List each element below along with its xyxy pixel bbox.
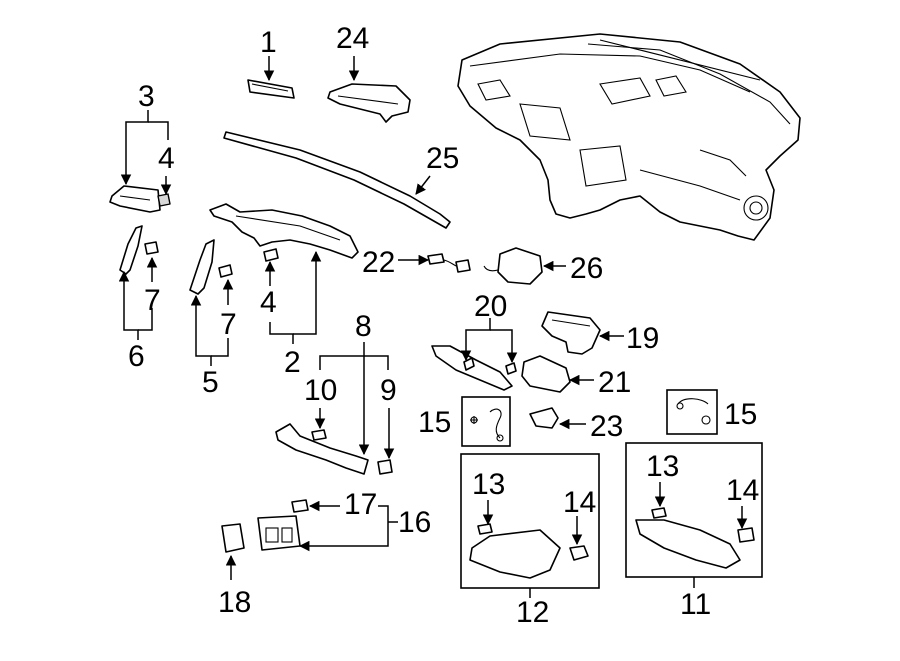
dashboard-assembly: [457, 33, 801, 241]
callout-12: 12: [516, 596, 549, 629]
part-15-right-box: [666, 389, 718, 435]
callout-10: 10: [304, 374, 337, 407]
callout-24: 24: [336, 22, 369, 55]
part-2-upper-bracket: [209, 203, 359, 259]
part-24-cover-panel: [327, 83, 411, 123]
part-7-clip-middle: [218, 264, 233, 278]
part-11-bracket: [635, 507, 755, 569]
callout-25: 25: [426, 142, 459, 175]
callout-13-box11: 13: [646, 450, 679, 483]
callout-21: 21: [598, 366, 631, 399]
part-6-trim-strip: [119, 225, 143, 275]
callout-3: 3: [138, 80, 155, 113]
callout-20: 20: [474, 290, 507, 323]
callout-4-lower: 4: [260, 286, 277, 319]
part-7-clip-left: [144, 241, 159, 255]
callout-6: 6: [128, 340, 145, 373]
callout-23: 23: [590, 410, 623, 443]
callout-19: 19: [626, 322, 659, 355]
part-3-end-panel: [109, 185, 161, 213]
callout-4-upper: 4: [158, 142, 175, 175]
part-26-module: [483, 247, 543, 285]
callout-22: 22: [362, 246, 395, 279]
part-23-small-tray: [529, 407, 559, 429]
callout-14-box11: 14: [726, 474, 759, 507]
part-18-bracket: [221, 523, 245, 553]
callout-1: 1: [260, 26, 277, 59]
part-19-duct: [541, 311, 601, 355]
part-4-clip-upper: [157, 193, 171, 207]
part-1-clip: [247, 79, 295, 99]
leader-lines: [118, 56, 748, 598]
part-15-left-contents: [470, 408, 504, 442]
callout-14-box12: 14: [563, 486, 596, 519]
callout-5: 5: [202, 366, 219, 399]
callout-17: 17: [344, 488, 377, 521]
part-21-tray: [521, 355, 571, 393]
callout-2: 2: [284, 346, 301, 379]
part-5-trim-strip: [189, 239, 215, 295]
part-20-lower-panel: [431, 345, 517, 391]
part-12-bracket: [469, 523, 589, 579]
callout-15-right: 15: [724, 398, 757, 431]
part-25-trim-strip: [223, 131, 451, 229]
callout-26: 26: [570, 252, 603, 285]
callout-18: 18: [218, 586, 251, 619]
part-22-wire-harness: [427, 253, 471, 273]
part-4-clip-lower: [263, 248, 279, 262]
callout-7-middle: 7: [220, 308, 237, 341]
part-16-switch-panel: [257, 515, 301, 551]
part-15-left-box: [461, 396, 511, 447]
callout-13-box12: 13: [472, 468, 505, 501]
callout-labels: 1 24 3 4 25 7 6 7 5 4 2 22 26 20 19 8 10…: [128, 22, 759, 629]
callout-16: 16: [398, 506, 431, 539]
part-15-right-contents: [676, 398, 711, 425]
part-17-clip: [291, 499, 309, 513]
callout-9: 9: [380, 374, 397, 407]
part-8-lower-bracket: [275, 423, 393, 475]
callout-11: 11: [680, 588, 711, 621]
callout-8: 8: [355, 310, 372, 343]
callout-15-left: 15: [418, 406, 451, 439]
callout-7-left: 7: [144, 284, 161, 317]
